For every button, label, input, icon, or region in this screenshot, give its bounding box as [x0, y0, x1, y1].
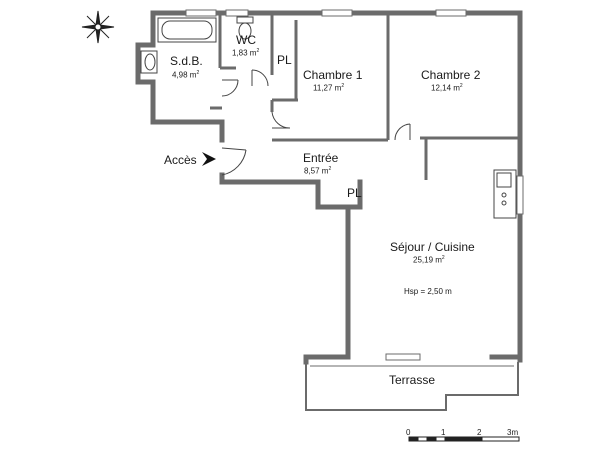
room-pl-bottom-name: PL [347, 186, 362, 200]
access-label: Accès [164, 153, 197, 167]
terrace [305, 362, 519, 411]
scale-bar [408, 436, 520, 442]
room-sejour-name: Séjour / Cuisine [390, 240, 475, 254]
room-wc-area: 1,83 m2 [232, 48, 260, 58]
windows [185, 9, 524, 361]
sink [140, 50, 158, 74]
scale-tick-0: 0 [406, 428, 411, 437]
access-arrow-icon [202, 152, 216, 166]
scale-tick-2: 2 [477, 428, 482, 437]
room-sejour-area: 25,19 m2 [413, 255, 445, 265]
room-chambre1-area: 11,27 m2 [313, 83, 345, 93]
room-sejour-height: Hsp = 2,50 m [404, 287, 452, 296]
compass-rose-icon [81, 10, 115, 44]
room-sdb-name: S.d.B. [170, 54, 203, 68]
room-entree-name: Entrée [303, 151, 339, 165]
room-sdb-area: 4,98 m2 [172, 70, 200, 80]
room-entree-area: 8,57 m2 [304, 166, 332, 176]
interior-walls [210, 15, 518, 207]
room-chambre1-name: Chambre 1 [303, 68, 363, 82]
room-chambre2-area: 12,14 m2 [431, 83, 463, 93]
bathtub [157, 17, 217, 43]
scale-tick-1: 1 [441, 428, 446, 437]
doors [221, 69, 411, 176]
room-chambre2-name: Chambre 2 [421, 68, 481, 82]
room-terrasse-name: Terrasse [389, 373, 436, 387]
room-wc-name: WC [236, 33, 256, 47]
toilet [236, 16, 254, 40]
kitchen-counter [493, 169, 517, 219]
scale-tick-3: 3m [507, 428, 519, 437]
room-pl-top-name: PL [277, 53, 292, 67]
